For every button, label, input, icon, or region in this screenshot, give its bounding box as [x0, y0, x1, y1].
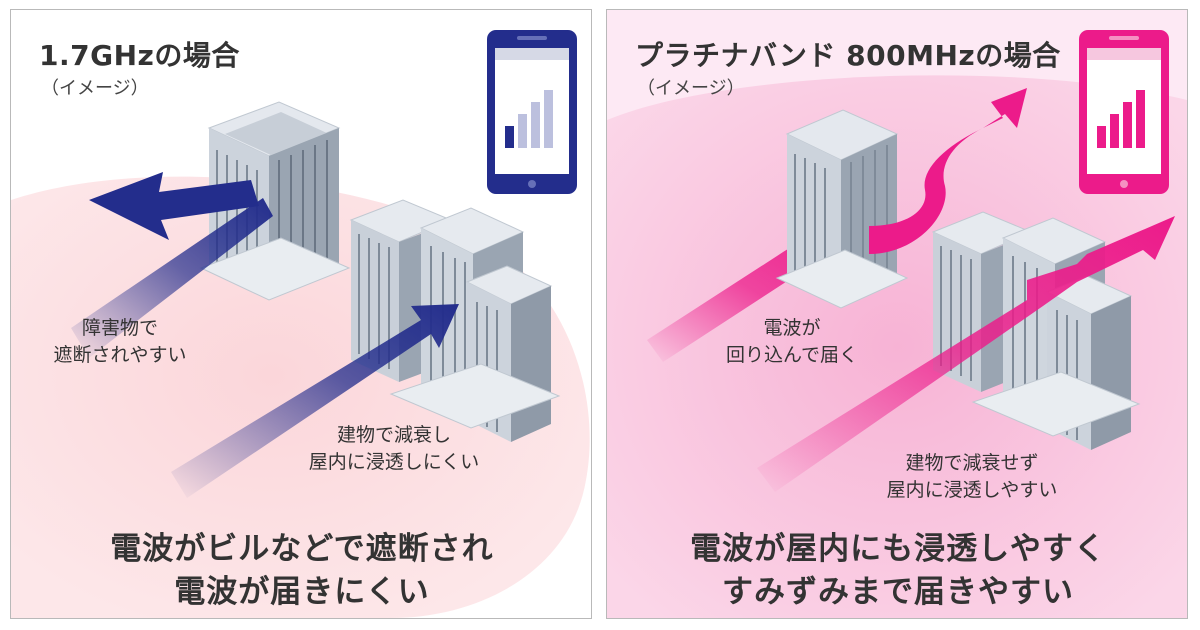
panel-title: 1.7GHzの場合 [39, 39, 240, 72]
incoming-wave-penetrate [757, 216, 1175, 492]
panel-subtitle: （イメージ） [637, 78, 745, 99]
panel-title: プラチナバンド 800MHzの場合 [635, 39, 1061, 72]
building-back [775, 109, 909, 309]
signal-bar [1110, 114, 1119, 148]
headline: 電波がビルなどで遮断され 電波が届きにくい [110, 531, 494, 610]
reflected-wave-arrow [89, 172, 259, 240]
incoming-wave-attenuated [171, 304, 459, 498]
scene-800mhz [607, 30, 1187, 618]
phone-icon [1079, 30, 1169, 194]
signal-bars [1097, 90, 1145, 148]
signal-bar [1097, 126, 1106, 148]
coverage-area [607, 75, 1187, 618]
signal-bar [544, 90, 553, 148]
label-diffract: 電波が 回り込んで届く [725, 317, 859, 366]
signal-bars [505, 90, 553, 148]
panel-800mhz: プラチナバンド 800MHzの場合 （イメージ） 電波が 回り込んで届く 建物で… [606, 9, 1188, 619]
signal-bar [518, 114, 527, 148]
panel-1-7ghz: 1.7GHzの場合 （イメージ） 障害物で 遮断されやすい 建物で減衰し 屋内に… [10, 9, 592, 619]
label-penetrate: 建物で減衰せず 屋内に浸透しやすい [886, 452, 1058, 501]
scene-1-7ghz [11, 30, 590, 618]
label-blocked: 障害物で 遮断されやすい [53, 317, 187, 366]
label-attenuate: 建物で減衰し 屋内に浸透しにくい [308, 424, 480, 473]
phone-icon [487, 30, 577, 194]
signal-bar [1136, 90, 1145, 148]
headline: 電波が屋内にも浸透しやすく すみずみまで届きやすい [690, 531, 1106, 610]
signal-bar [505, 126, 514, 148]
diffracted-wave-arrow [869, 88, 1027, 254]
incoming-wave-blocked [71, 198, 273, 358]
signal-bar [531, 102, 540, 148]
panel-subtitle: （イメージ） [41, 78, 149, 99]
signal-bar [1123, 102, 1132, 148]
